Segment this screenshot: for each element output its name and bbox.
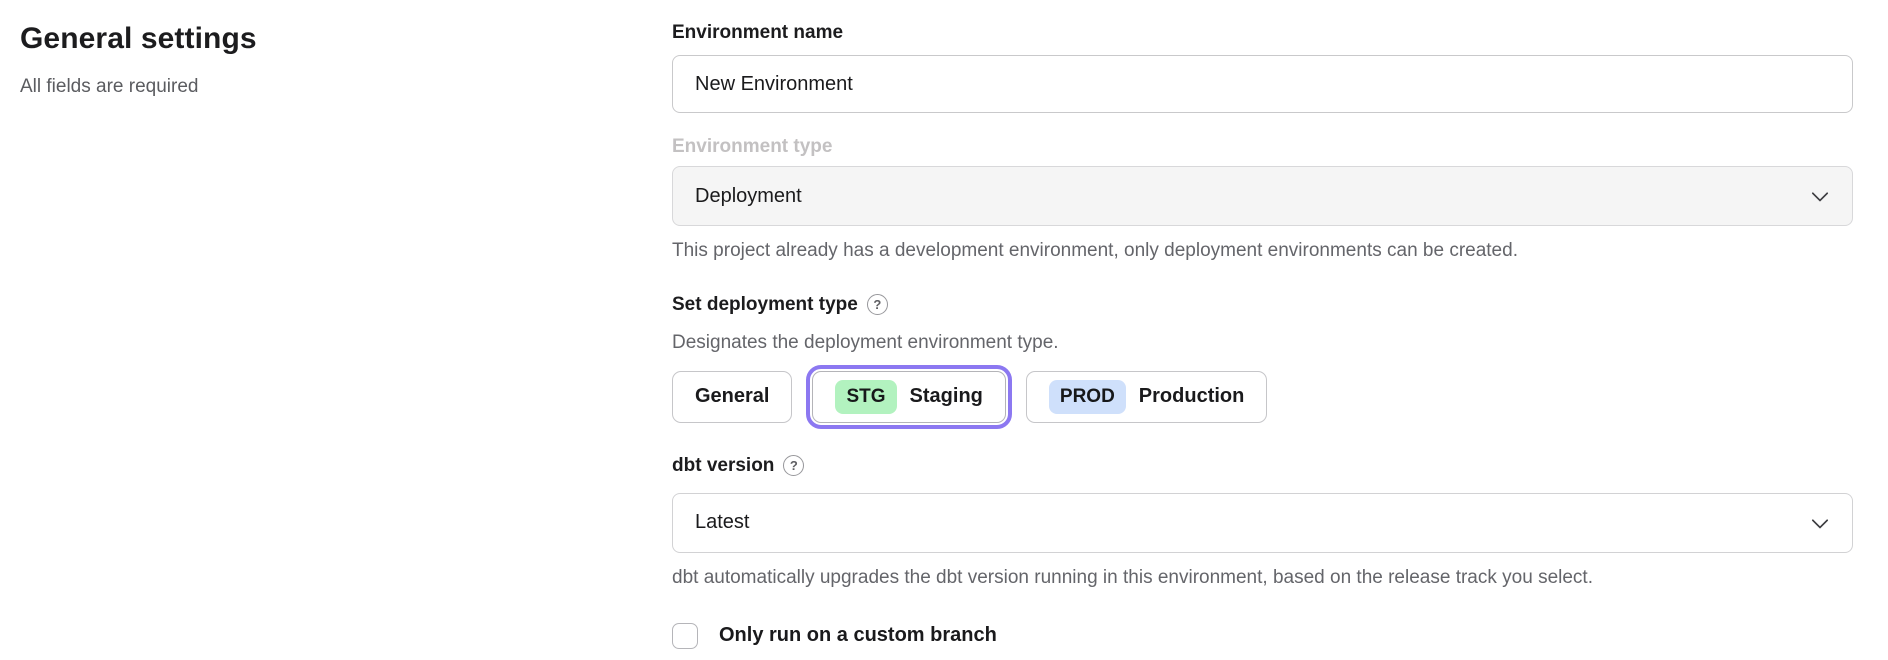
production-badge: PROD: [1048, 379, 1126, 414]
environment-name-input[interactable]: [672, 55, 1853, 113]
environment-type-helper: This project already has a development e…: [672, 240, 1518, 261]
deployment-type-production-button[interactable]: PROD Production: [1025, 370, 1268, 423]
settings-header: General settings All fields are required: [20, 22, 580, 98]
dbt-version-label: dbt version: [672, 454, 775, 476]
custom-branch-label: Only run on a custom branch: [719, 624, 997, 647]
production-button-label: Production: [1138, 385, 1245, 408]
dbt-version-value: Latest: [695, 511, 750, 534]
deployment-type-description: Designates the deployment environment ty…: [672, 331, 1059, 353]
deployment-type-options: General STG Staging PROD Production: [672, 364, 1853, 429]
custom-branch-row: Only run on a custom branch: [672, 622, 1853, 649]
deployment-type-section-header: Set deployment type ?: [672, 294, 1853, 316]
dbt-version-select[interactable]: Latest: [672, 492, 1853, 553]
environment-type-label: Environment type: [672, 136, 833, 157]
deployment-type-general-button[interactable]: General: [672, 370, 793, 423]
chevron-down-icon: [1811, 511, 1829, 529]
custom-branch-checkbox[interactable]: [672, 622, 698, 649]
staging-button-label: Staging: [909, 385, 983, 408]
environment-settings-form: Environment name Environment type Deploy…: [672, 22, 1853, 649]
page-title: General settings: [20, 22, 257, 55]
dbt-version-section-header: dbt version ?: [672, 455, 1853, 477]
chevron-down-icon: [1811, 184, 1829, 202]
environment-type-value: Deployment: [695, 184, 802, 207]
help-icon[interactable]: ?: [783, 455, 805, 477]
staging-badge: STG: [835, 379, 897, 414]
general-button-label: General: [695, 385, 770, 408]
deployment-type-staging-button[interactable]: STG Staging: [806, 364, 1012, 429]
dbt-version-helper: dbt automatically upgrades the dbt versi…: [672, 566, 1593, 588]
page-subtitle: All fields are required: [20, 76, 199, 97]
environment-type-select: Deployment: [672, 166, 1853, 226]
environment-name-label: Environment name: [672, 22, 844, 43]
deployment-type-label: Set deployment type: [672, 293, 858, 315]
help-icon[interactable]: ?: [866, 294, 888, 316]
